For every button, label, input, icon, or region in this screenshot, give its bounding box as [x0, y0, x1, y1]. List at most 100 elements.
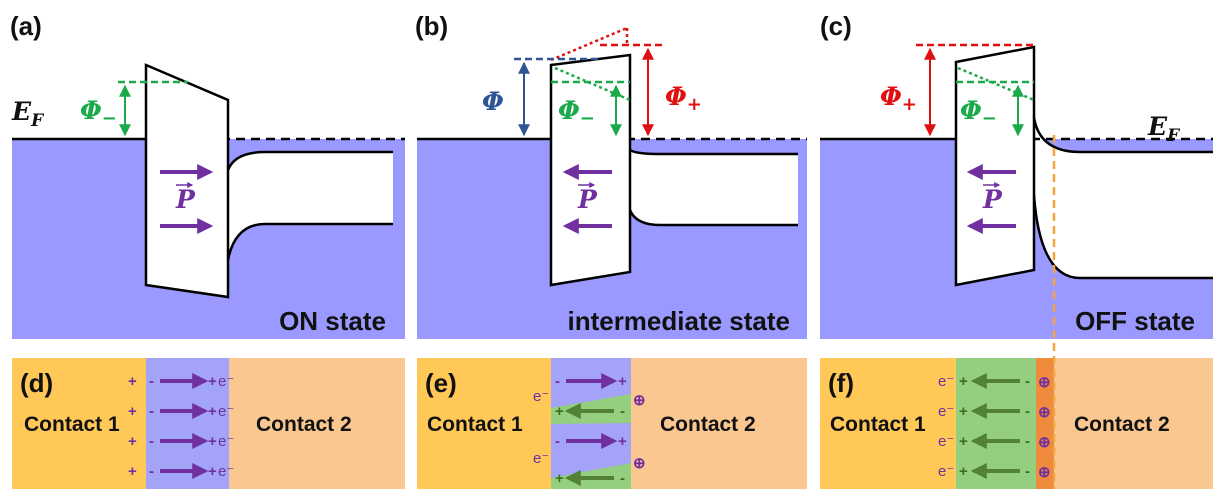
panel-label-c: (c) [820, 11, 852, 41]
conduction-band-edge [226, 150, 393, 171]
phi-plus-label: Φ+ [665, 82, 702, 115]
plus-charge: + [959, 463, 968, 480]
electron: e⁻ [218, 373, 234, 390]
minus-charge: - [620, 403, 625, 420]
plus-charge: + [128, 373, 137, 390]
contact-1-region [417, 358, 551, 489]
minus-charge: - [620, 470, 625, 487]
polarization-row: - + [555, 433, 627, 450]
contact-1-label: Contact 1 [24, 413, 120, 436]
conduction-band-edge [629, 148, 798, 156]
fermi-level-label: EF [1147, 112, 1181, 146]
panel-e: - + e⁻ + - ⊕ - + e⁻ + - ⊕ Contact 1 Cont… [417, 358, 807, 489]
plus-charge: + [555, 470, 564, 487]
polarization-row: e⁻ + - ⊕ [938, 403, 1051, 421]
phi-plus-slope-guide [550, 26, 628, 62]
panel-label-b: (b) [415, 11, 448, 41]
plus-charge: + [208, 373, 217, 390]
polarization-row: + - + e⁻ [128, 373, 234, 390]
conduction-band-edge [1032, 117, 1213, 154]
contact-2-label: Contact 2 [256, 413, 352, 436]
minus-charge: - [149, 373, 154, 390]
plus-charge: + [128, 433, 137, 450]
electron: e⁻ [218, 403, 234, 420]
electron: e⁻ [218, 463, 234, 480]
panel-label-d: (d) [20, 368, 53, 398]
polarization-row: - + [555, 373, 627, 390]
minus-charge: - [149, 433, 154, 450]
polarization-row: e⁻ + - ⊕ [938, 463, 1051, 481]
depletion-region [1036, 358, 1054, 489]
phi-minus-label: Φ− [558, 96, 595, 129]
electron: e⁻ [938, 433, 954, 450]
circled-plus-charge: ⊕ [1038, 434, 1051, 451]
polarization-row: e⁻ + - ⊕ [533, 388, 646, 420]
polarization-label: P [175, 185, 196, 214]
panel-a: Φ− P EF ON state (a) [10, 11, 405, 339]
contact-2-region [631, 358, 807, 489]
conduction-band-gradient [228, 139, 393, 170]
panel-label-a: (a) [10, 11, 42, 41]
valence-band-edge [1032, 194, 1213, 280]
polarization-row: e⁻ + - ⊕ [938, 373, 1051, 391]
polarization-label: P [577, 185, 598, 214]
minus-charge: - [1025, 463, 1030, 480]
plus-charge: + [208, 463, 217, 480]
panel-d: + - + e⁻ + - + e⁻ + - + e⁻ + - + e⁻ Cont… [12, 358, 405, 489]
minus-charge: - [1025, 373, 1030, 390]
valence-band-edge [226, 222, 393, 261]
fermi-level-label: EF [11, 97, 45, 131]
phi-label: Φ [482, 87, 504, 116]
panel-label-f: (f) [828, 368, 854, 398]
plus-charge: + [618, 433, 627, 450]
plus-charge: + [959, 433, 968, 450]
circled-plus-charge: ⊕ [1038, 464, 1051, 481]
contact-1-label: Contact 1 [427, 413, 523, 436]
plus-charge: + [128, 403, 137, 420]
panel-b: Φ+ Φ Φ− P intermediate state (b) [415, 11, 807, 339]
circled-plus-charge: ⊕ [1038, 374, 1051, 391]
minus-charge: - [555, 373, 560, 390]
minus-charge: - [555, 433, 560, 450]
contact-1-region [820, 358, 956, 489]
panel-c: Φ+ Φ− P EF OFF state (c) [820, 11, 1213, 339]
electron: e⁻ [533, 450, 549, 467]
polarization-row: + - + e⁻ [128, 403, 234, 420]
circled-plus-charge: ⊕ [633, 392, 646, 409]
contact-1-region [12, 358, 146, 489]
phi-minus-label: Φ− [960, 96, 997, 129]
ferroelectric-barrier [144, 63, 230, 299]
plus-charge: + [208, 403, 217, 420]
phi-plus-label: Φ+ [880, 82, 917, 115]
phi-minus-label: Φ− [80, 96, 117, 129]
contact-2-label: Contact 2 [660, 413, 756, 436]
circled-plus-charge: ⊕ [633, 455, 646, 472]
state-label-on: ON state [279, 306, 386, 336]
polarization-row: e⁻ + - ⊕ [938, 433, 1051, 451]
electron: e⁻ [938, 373, 954, 390]
electron: e⁻ [938, 463, 954, 480]
contact-2-label: Contact 2 [1074, 413, 1170, 436]
polarization-row: + - + e⁻ [128, 433, 234, 450]
conduction-band-gradient [630, 139, 798, 154]
polarization-label: P [982, 185, 1003, 214]
plus-charge: + [128, 463, 137, 480]
minus-charge: - [1025, 403, 1030, 420]
electron: e⁻ [218, 433, 234, 450]
plus-charge: + [555, 403, 564, 420]
panel-label-e: (e) [425, 368, 457, 398]
band-gap [630, 139, 798, 225]
band-gap [1034, 118, 1213, 278]
minus-charge: - [149, 403, 154, 420]
electron: e⁻ [533, 388, 549, 405]
state-label-intermediate: intermediate state [567, 306, 790, 336]
minus-charge: - [1025, 433, 1030, 450]
circled-plus-charge: ⊕ [1038, 404, 1051, 421]
polarization-row: + - + e⁻ [128, 463, 234, 480]
minus-charge: - [149, 463, 154, 480]
contact-2-region [1054, 358, 1213, 489]
band-gap [228, 139, 393, 260]
polarization-row: e⁻ + - ⊕ [533, 450, 646, 487]
electron: e⁻ [938, 403, 954, 420]
contact-2-region [229, 358, 405, 489]
